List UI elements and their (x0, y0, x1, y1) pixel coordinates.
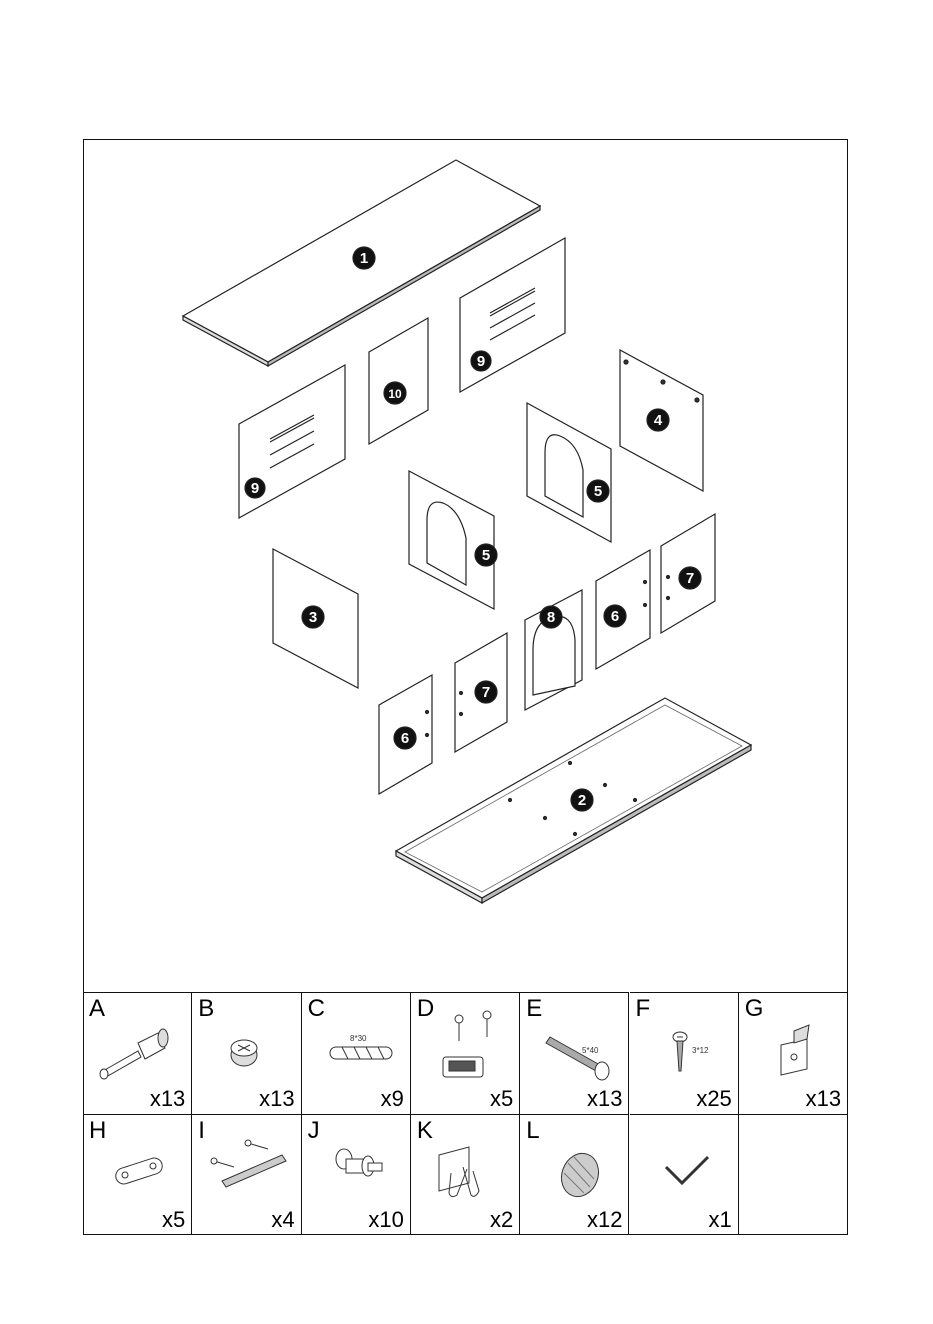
svg-text:5*40: 5*40 (582, 1046, 599, 1055)
hardware-cell-g: G x13 (739, 992, 848, 1114)
svg-text:7: 7 (482, 684, 490, 701)
hardware-cell-j: J x10 (302, 1114, 411, 1236)
panel-8: 8 (525, 590, 582, 710)
hardware-qty: x13 (150, 1088, 185, 1110)
svg-text:4: 4 (654, 412, 663, 429)
svg-text:8*30: 8*30 (350, 1034, 367, 1043)
hardware-cell-l: L x12 (520, 1114, 629, 1236)
panel-1-label: 1 (360, 250, 368, 267)
svg-text:7: 7 (686, 570, 694, 587)
panel-5-front: 5 (409, 471, 497, 609)
hardware-cell-b: B x13 (192, 992, 301, 1114)
panel-4: 4 (620, 350, 703, 491)
panel-6-left: 6 (379, 675, 432, 794)
hardware-table: A x13 B x13 C 8*30 x9 D (83, 992, 848, 1235)
svg-text:3*12: 3*12 (692, 1046, 709, 1055)
svg-text:9: 9 (477, 353, 485, 370)
hardware-cell-c: C 8*30 x9 (302, 992, 411, 1114)
hardware-cell-h: H x5 (83, 1114, 192, 1236)
hardware-cell-a: A x13 (83, 992, 192, 1114)
exploded-parts-view: 1 9 10 9 4 5 (0, 0, 933, 1000)
svg-text:5: 5 (594, 483, 602, 500)
hardware-cell-k: K x2 (411, 1114, 520, 1236)
panel-10: 10 (369, 318, 428, 444)
svg-text:2: 2 (578, 792, 586, 809)
svg-text:6: 6 (611, 608, 619, 625)
svg-text:8: 8 (547, 609, 555, 626)
svg-text:10: 10 (388, 387, 402, 401)
panel-9-left: 9 (239, 365, 345, 518)
hardware-cell-e: E 5*40 x13 (520, 992, 629, 1114)
svg-text:5: 5 (482, 547, 490, 564)
svg-text:9: 9 (251, 480, 259, 497)
svg-text:3: 3 (309, 609, 317, 626)
panel-6-right: 6 (596, 550, 650, 669)
hardware-cell-d: D x5 (411, 992, 520, 1114)
hardware-cell-i: I x4 (192, 1114, 301, 1236)
panel-7-right: 7 (661, 514, 715, 633)
hardware-cell-empty (739, 1114, 848, 1236)
panel-5-back: 5 (527, 403, 611, 542)
hardware-cell-allen-key: x1 (630, 1114, 739, 1236)
panel-7-left: 7 (455, 633, 507, 752)
panel-3: 3 (273, 549, 358, 688)
panel-9-right: 9 (460, 238, 565, 392)
svg-text:6: 6 (401, 730, 409, 747)
panel-2: 2 (396, 698, 751, 903)
hardware-cell-f: F 3*12 x25 (630, 992, 739, 1114)
